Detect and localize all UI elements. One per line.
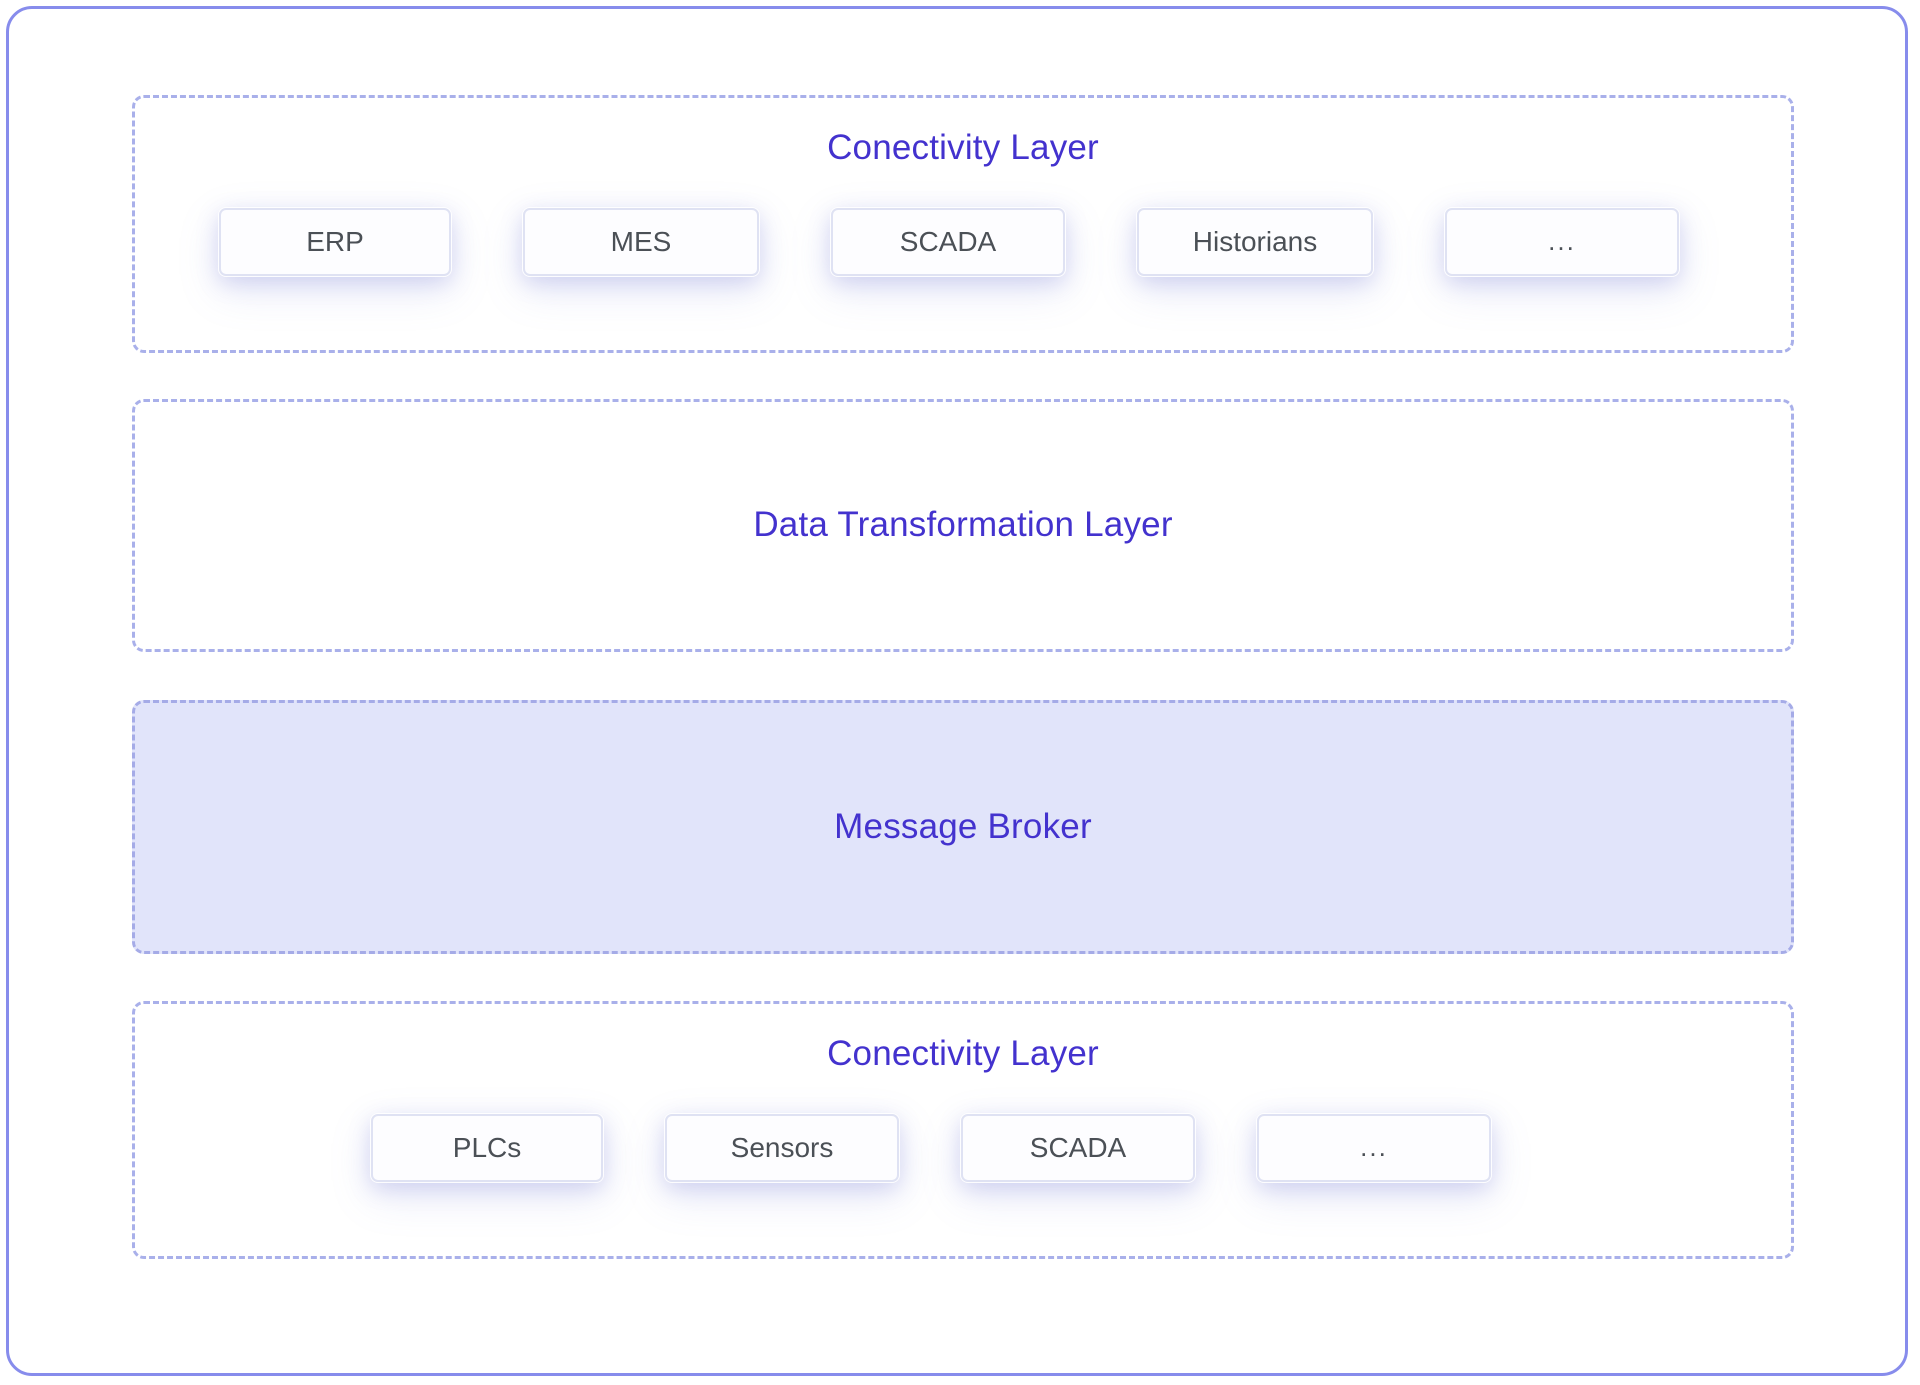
node-label-more-bottom: ... [1360,1132,1388,1162]
node-label-plcs: PLCs [452,1131,522,1163]
layer-message-broker[interactable]: Message Broker [132,700,1794,954]
layer-title-data-transformation: Data Transformation Layer [753,505,1173,545]
layer-data-transformation[interactable]: Data Transformation Layer [132,399,1794,652]
layer-connectivity-top[interactable]: Conectivity Layer ERP MES SCADA Historia… [132,95,1794,353]
node-label-scada-top: SCADA [899,225,997,257]
node-row-connectivity-bottom: PLCs Sensors SCADA ... [135,1113,1791,1182]
node-label-sensors: Sensors [730,1131,834,1163]
node-box-mes[interactable]: MES [523,207,759,276]
node-box-more-top[interactable]: ... [1445,207,1679,276]
layer-title-connectivity-bottom: Conectivity Layer [827,1034,1099,1073]
node-box-scada-top[interactable]: SCADA [831,207,1065,276]
node-label-historians: Historians [1192,225,1318,257]
node-label-scada-bottom: SCADA [1029,1131,1127,1163]
layer-connectivity-bottom[interactable]: Conectivity Layer PLCs Sensors SCADA ... [132,1001,1794,1259]
node-row-connectivity-top: ERP MES SCADA Historians ... [135,207,1791,276]
node-label-erp: ERP [306,225,364,257]
node-box-plcs[interactable]: PLCs [371,1113,603,1182]
node-box-scada-bottom[interactable]: SCADA [961,1113,1195,1182]
node-box-erp[interactable]: ERP [219,207,451,276]
layer-title-connectivity-top: Conectivity Layer [827,128,1099,167]
node-box-sensors[interactable]: Sensors [665,1113,899,1182]
layer-title-message-broker: Message Broker [834,806,1092,846]
node-label-mes: MES [610,225,672,257]
node-box-more-bottom[interactable]: ... [1257,1113,1491,1182]
diagram-frame: Conectivity Layer ERP MES SCADA Historia… [6,6,1908,1376]
node-label-more-top: ... [1548,226,1576,256]
layer-stack: Conectivity Layer ERP MES SCADA Historia… [132,95,1794,1305]
node-box-historians[interactable]: Historians [1137,207,1373,276]
